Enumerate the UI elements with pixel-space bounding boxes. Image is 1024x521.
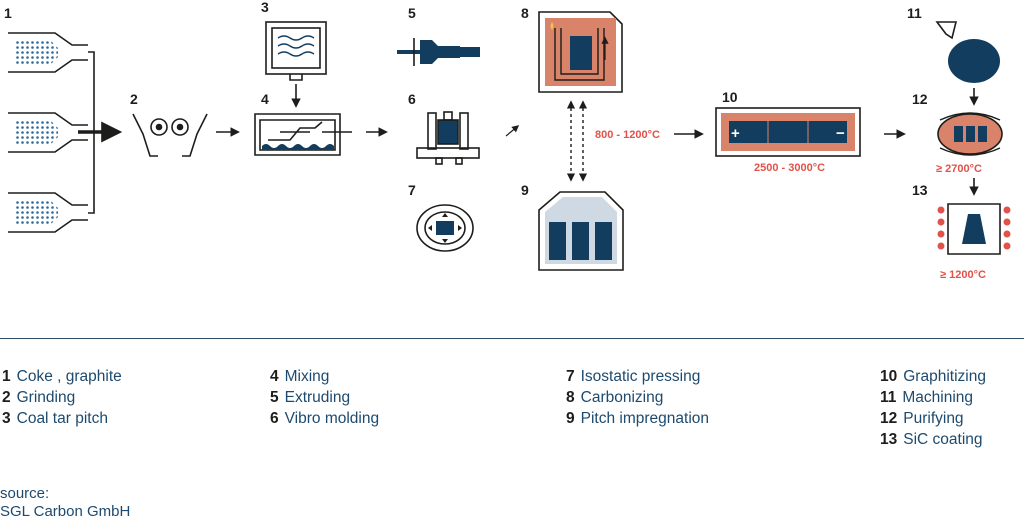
step-number-7: 7 — [408, 182, 416, 198]
step-number-4: 4 — [261, 91, 269, 107]
source-name: SGL Carbon GmbH — [0, 503, 131, 520]
step-number-5: 5 — [408, 5, 416, 21]
extruder-press — [397, 38, 480, 66]
step-number-12: 12 — [912, 91, 928, 107]
temperature-purifying: ≥ 2700°C — [936, 163, 982, 175]
temperature-graphitizing: 2500 - 3000°C — [754, 162, 825, 174]
carbonizing-furnace — [538, 11, 623, 93]
pitch-impregnation-vessel — [538, 191, 624, 271]
step-number-3: 3 — [261, 0, 269, 15]
source-label: source: — [0, 485, 50, 502]
step-number-6: 6 — [408, 91, 416, 107]
step-number-13: 13 — [912, 182, 928, 198]
graphitizing-furnace: + − — [715, 107, 861, 157]
purifying-chamber — [937, 112, 1003, 156]
minus-electrode: − — [836, 125, 845, 142]
step-number-11: 11 — [907, 5, 922, 21]
coal-tar-pitch-container — [265, 21, 327, 81]
step-number-8: 8 — [521, 5, 529, 21]
divider-line — [0, 338, 1024, 339]
step-number-9: 9 — [521, 182, 529, 198]
temperature-sic-coating: ≥ 1200°C — [940, 269, 986, 281]
plus-electrode: + — [731, 125, 740, 142]
machining-tool — [935, 21, 1000, 83]
isostatic-press — [416, 204, 474, 252]
sic-coating-reactor — [937, 203, 1011, 255]
mixing-trough — [254, 113, 352, 156]
arrow-6-to-8 — [505, 125, 520, 137]
source-credit: source: SGL Carbon GmbH — [0, 485, 130, 521]
step-number-1: 1 — [4, 5, 12, 21]
step-number-10: 10 — [722, 89, 738, 105]
vibro-molding-press — [416, 111, 480, 165]
step-number-2: 2 — [130, 91, 138, 107]
grinding-rollers — [132, 113, 208, 157]
temperature-carbonizing: 800 - 1200°C — [595, 129, 660, 141]
process-diagram: 1 2 3 4 5 6 7 8 9 10 11 12 13 — [4, 0, 1011, 281]
